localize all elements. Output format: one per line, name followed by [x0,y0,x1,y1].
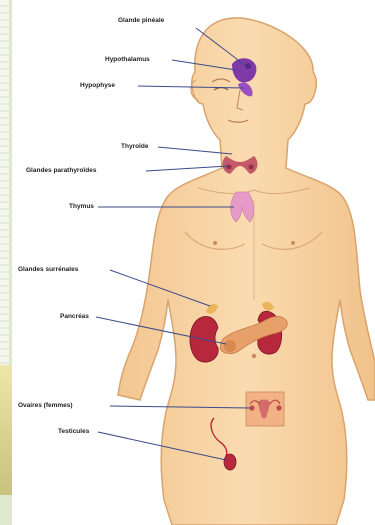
ovary-right [276,405,281,410]
label-glandes-parathyroides: Glandes parathyroïdes [26,167,96,175]
label-pancreas: Pancréas [60,313,89,321]
nipple-left [213,241,217,245]
label-ovaires: Ovaires (femmes) [18,402,73,410]
parathyroid-gland-right [249,165,254,170]
parathyroid-gland-left [227,165,232,170]
nipple-right [291,241,295,245]
pancreas-islet [224,340,236,352]
label-testicules: Testicules [58,428,89,436]
label-glandes-surrenales: Glandes surrénales [18,266,78,274]
label-glande-pineale: Glande pinéale [118,17,164,25]
testis-gland [224,454,236,470]
label-hypophyse: Hypophyse [80,82,115,90]
navel [252,354,256,358]
label-thyroide: Thyroïde [121,143,148,151]
ovary-left [249,405,254,410]
label-hypothalamus: Hypothalamus [105,56,150,64]
label-thymus: Thymus [69,203,94,211]
